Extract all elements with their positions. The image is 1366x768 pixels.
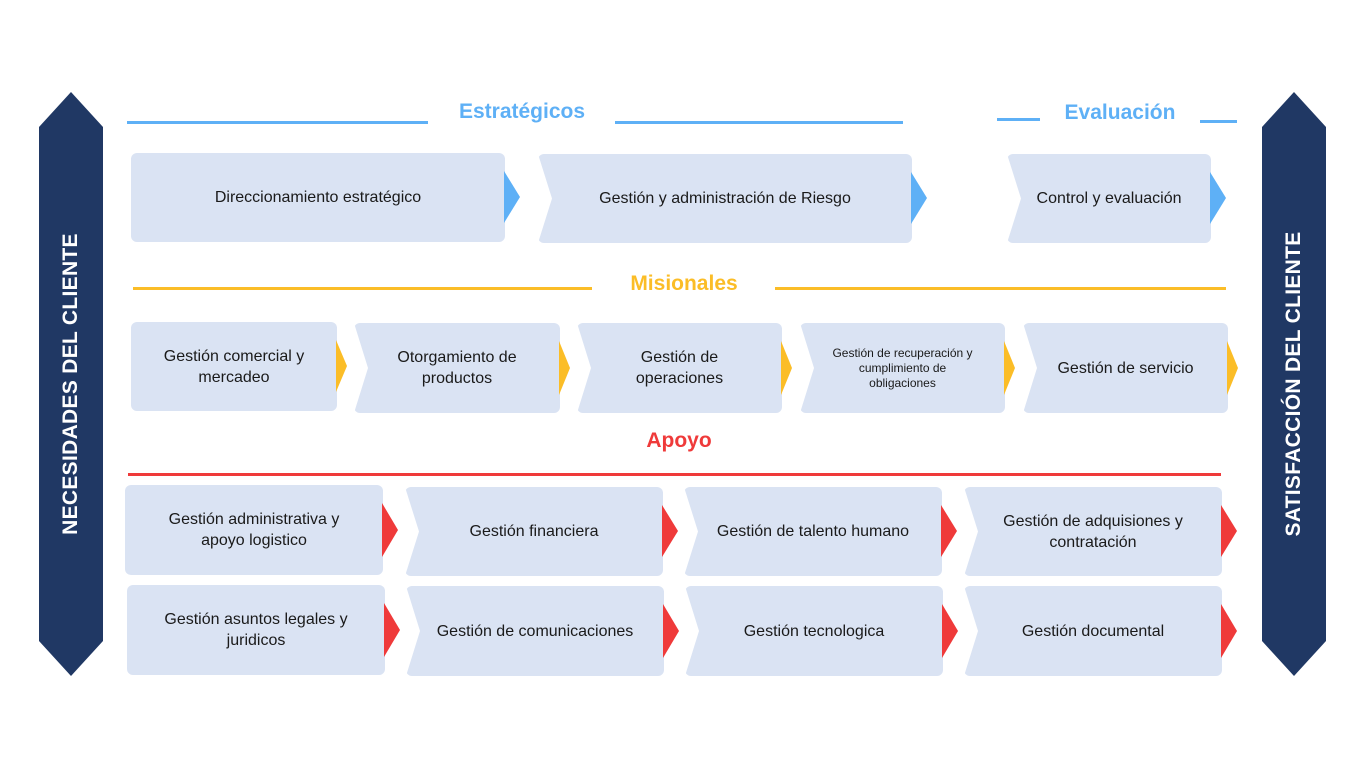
flow-arrow-icon xyxy=(781,341,792,395)
right-banner-label: SATISFACCIÓN DEL CLIENTE xyxy=(1282,231,1305,537)
process-label: Gestión documental xyxy=(1021,622,1165,640)
support-divider xyxy=(128,473,1221,476)
missional-divider-right xyxy=(775,287,1226,290)
strategic-process-box[interactable]: Direccionamiento estratégico xyxy=(131,153,505,242)
left-banner-arrow: NECESIDADES DEL CLIENTE xyxy=(39,92,103,676)
left-banner-label: NECESIDADES DEL CLIENTE xyxy=(59,233,82,535)
process-label: Gestión financiera xyxy=(469,523,599,540)
process-label: Gestión de comunicaciones xyxy=(436,622,634,640)
missional-process-box[interactable]: Gestión de operaciones xyxy=(577,323,782,413)
flow-arrow-icon xyxy=(911,172,927,224)
process-label: Control y evaluación xyxy=(1036,190,1182,207)
evaluation-heading: Evaluación xyxy=(1064,101,1176,124)
support-process-box[interactable]: Gestión documental xyxy=(964,586,1222,676)
process-label: Gestión de operaciones xyxy=(635,349,724,387)
support-process-box[interactable]: Gestión tecnologica xyxy=(685,586,943,676)
process-label: Gestión de adquisiones y contratación xyxy=(1003,512,1183,551)
strategic-heading: Estratégicos xyxy=(458,100,586,123)
evaluation-divider-left xyxy=(997,118,1040,121)
missional-process-box[interactable]: Gestión comercial y mercadeo xyxy=(131,322,337,411)
process-label: Gestión asuntos legales y juridicos xyxy=(164,611,348,649)
flow-arrow-icon xyxy=(384,603,400,657)
process-label: Gestión administrativa y apoyo logistico xyxy=(168,511,340,549)
support-process-box[interactable]: Gestión administrativa y apoyo logistico xyxy=(125,485,383,575)
support-process-box[interactable]: Gestión de adquisiones y contratación xyxy=(964,487,1222,576)
missional-process-box[interactable]: Gestión de recuperación y cumplimiento d… xyxy=(800,323,1005,413)
flow-arrow-icon xyxy=(942,604,958,658)
support-process-box[interactable]: Gestión asuntos legales y juridicos xyxy=(127,585,385,675)
process-label: Gestión de talento humano xyxy=(716,523,910,540)
missional-process-box[interactable]: Gestión de servicio xyxy=(1023,323,1228,413)
missional-divider-left xyxy=(133,287,592,290)
evaluation-divider-right xyxy=(1200,120,1237,123)
evaluation-process-box[interactable]: Control y evaluación xyxy=(1007,154,1211,243)
flow-arrow-icon xyxy=(1004,341,1015,395)
support-process-box[interactable]: Gestión de talento humano xyxy=(684,487,942,576)
strategic-divider-right xyxy=(615,121,903,124)
missional-process-box[interactable]: Otorgamiento de productos xyxy=(354,323,560,413)
process-label: Gestión comercial y mercadeo xyxy=(163,347,305,386)
process-label: Direccionamiento estratégico xyxy=(214,189,422,206)
missional-heading: Misionales xyxy=(630,272,738,295)
flow-arrow-icon xyxy=(663,604,679,658)
process-label: Gestión de servicio xyxy=(1057,359,1194,377)
flow-arrow-icon xyxy=(559,341,570,395)
flow-arrow-icon xyxy=(1227,341,1238,395)
strategic-divider-left xyxy=(127,121,428,124)
flow-arrow-icon xyxy=(1221,505,1237,557)
flow-arrow-icon xyxy=(336,340,347,392)
flow-arrow-icon xyxy=(1221,604,1237,658)
process-label: Gestión de recuperación y cumplimiento d… xyxy=(832,345,973,390)
right-banner-arrow: SATISFACCIÓN DEL CLIENTE xyxy=(1262,92,1326,676)
strategic-process-box[interactable]: Gestión y administración de Riesgo xyxy=(538,154,912,243)
support-process-box[interactable]: Gestión financiera xyxy=(405,487,663,576)
flow-arrow-icon xyxy=(382,503,398,557)
flow-arrow-icon xyxy=(1210,172,1226,224)
process-label: Gestión y administración de Riesgo xyxy=(599,190,851,207)
flow-arrow-icon xyxy=(941,505,957,557)
flow-arrow-icon xyxy=(662,505,678,557)
support-process-box[interactable]: Gestión de comunicaciones xyxy=(406,586,664,676)
support-heading: Apoyo xyxy=(646,429,712,452)
flow-arrow-icon xyxy=(504,171,520,223)
process-label: Otorgamiento de productos xyxy=(397,349,517,387)
process-label: Gestión tecnologica xyxy=(743,622,885,640)
